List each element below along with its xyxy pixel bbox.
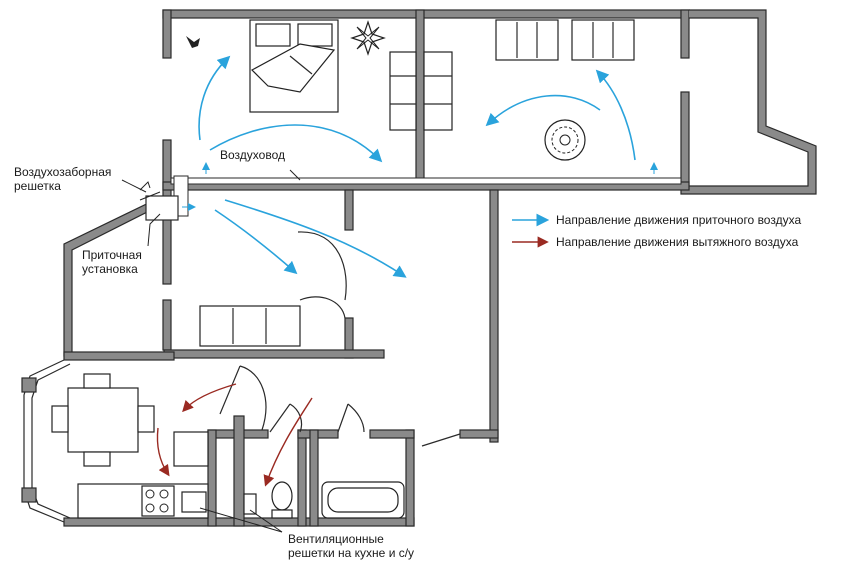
supply-arrows <box>182 55 658 278</box>
vent-grilles-label: Вентиляционные решетки на кухне и с/у <box>288 532 415 560</box>
leader-lines <box>121 169 301 533</box>
dining-table-icon <box>51 373 155 467</box>
sofa-icon <box>495 19 635 61</box>
air-duct <box>139 175 682 221</box>
walls <box>21 9 817 527</box>
stove-icon <box>141 485 175 517</box>
duct-label: Воздуховод <box>220 148 285 162</box>
air-intake-label: Воздухозаборная решетка <box>14 165 112 193</box>
exhaust-arrows <box>156 383 313 487</box>
wc-sink-icon <box>243 493 257 515</box>
doors <box>219 231 461 447</box>
legend-supply-label: Направление движения приточного воздуха <box>556 213 802 227</box>
sofa-icon-2 <box>199 305 301 347</box>
supply-unit-box <box>145 195 179 221</box>
plant-icon <box>350 20 386 56</box>
legend-arrows <box>512 213 550 248</box>
furniture <box>51 19 635 519</box>
sink-icon <box>181 491 207 513</box>
fridge-icon <box>173 431 209 467</box>
flower-icon <box>544 119 586 161</box>
legend-exhaust-label: Направление движения вытяжного воздуха <box>556 235 799 249</box>
toilet-icon <box>271 481 293 511</box>
fan-icon <box>186 36 200 48</box>
supply-unit-label: Приточная установка <box>82 248 142 276</box>
